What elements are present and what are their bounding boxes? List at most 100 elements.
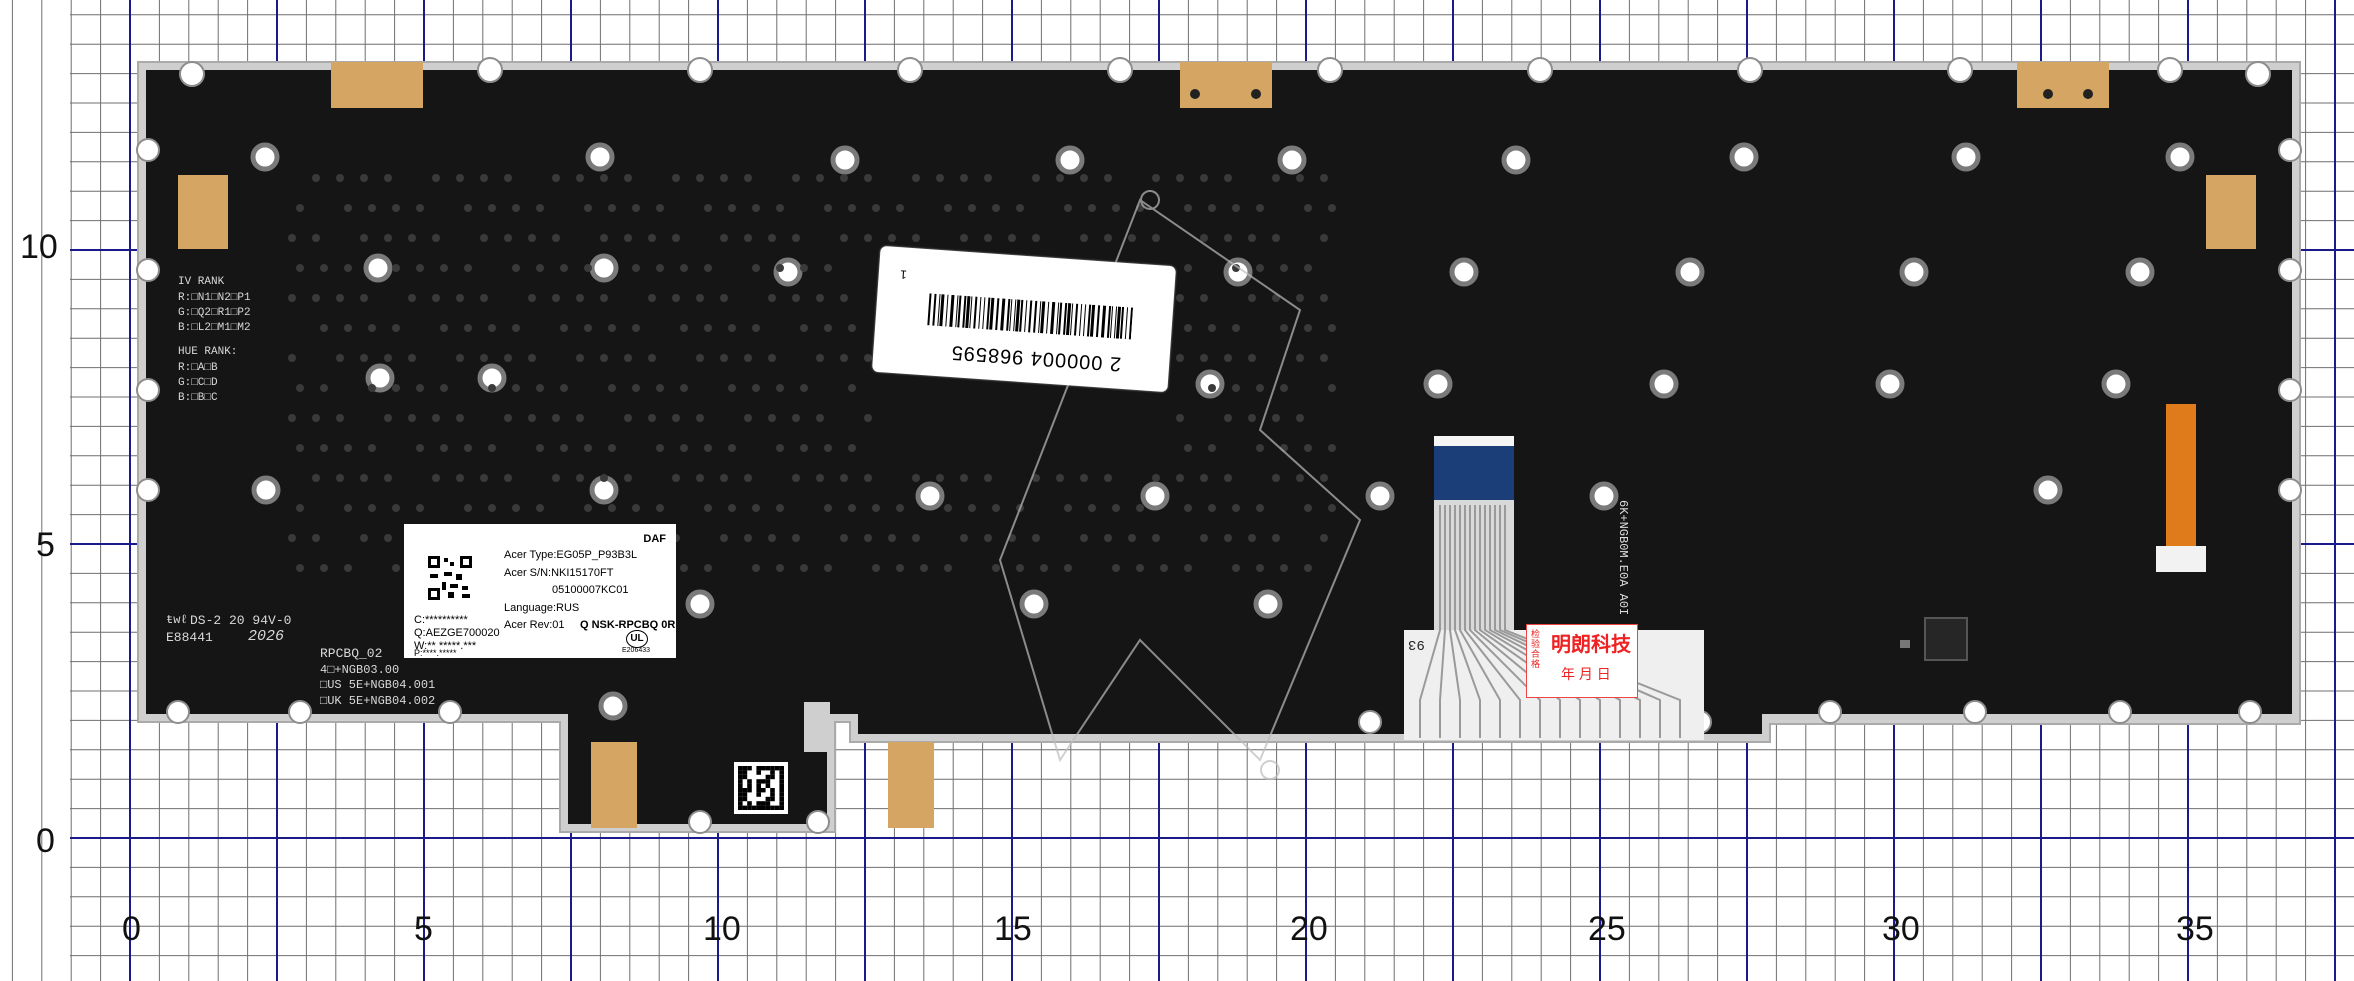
flex-trace [1419,505,1441,738]
flex-trace [1439,505,1446,738]
dimple [408,354,416,362]
dimple [752,204,760,212]
dimple [456,294,464,302]
barcode-bar [1089,304,1096,337]
dimple [992,204,1000,212]
dimple [576,294,584,302]
datamatrix-cell [761,805,766,810]
barcode-bar [1000,298,1006,331]
datamatrix-cell [779,783,784,788]
dimple [512,504,520,512]
dimple [776,504,784,512]
dimple [864,234,872,242]
dimple [360,234,368,242]
dimple [824,204,832,212]
dimple [824,444,832,452]
dimple [696,414,704,422]
dimple [336,174,344,182]
dimple [848,324,856,332]
dimple [1232,204,1240,212]
dimple [600,354,608,362]
dimple [576,414,584,422]
dimple [824,504,832,512]
barcode-number: 2 000004 968595 [950,341,1122,375]
dimple [896,204,904,212]
pcb-model: RPCBQ_02 [320,646,383,661]
dimple [1232,264,1240,272]
dimple [1224,234,1232,242]
dimple [440,324,448,332]
x-axis-label: 0 [122,910,141,948]
dimple [560,444,568,452]
dimple [504,354,512,362]
datamatrix-cell [756,770,761,775]
dimple [1104,534,1112,542]
x-axis-label: 30 [1882,910,1920,948]
dimple [1080,234,1088,242]
dimple [656,264,664,272]
dimple [680,324,688,332]
dimple [728,504,736,512]
dimple [800,324,808,332]
barcode-bar [978,296,982,329]
dimple [560,264,568,272]
key-hole [1055,145,1085,175]
dimple [368,384,376,392]
dimple [1104,174,1112,182]
dimple [464,324,472,332]
dimple [632,264,640,272]
dimple [360,294,368,302]
dimple [1208,204,1216,212]
label-serial: Acer S/N:NKI15170FT [504,567,614,579]
dimple [1272,474,1280,482]
stamp-company: 明朗科技 [1551,634,1631,656]
dimple [1304,444,1312,452]
dimple [480,294,488,302]
dimple [672,234,680,242]
y-axis-label: 5 [36,526,55,564]
dimple [432,414,440,422]
cert-code: E88441 [166,630,213,645]
dimple [504,234,512,242]
ul-mark: UL [626,630,648,648]
datamatrix-cell [761,801,766,806]
dimple [704,504,712,512]
dimple [792,534,800,542]
dimple [720,474,728,482]
key-hole [1729,142,1759,172]
dimple [512,204,520,212]
dimple [944,504,952,512]
label-revision: Acer Rev:01 [504,619,565,631]
dimple [440,444,448,452]
dimple [680,444,688,452]
dimple [1064,204,1072,212]
datamatrix-cell [770,770,775,775]
label-part: Q NSK-RPCBQ 0R [580,619,676,631]
flex-trace [1459,505,1501,738]
dimple [456,414,464,422]
dimple [608,444,616,452]
barcode-bar [1062,302,1068,335]
dimple [816,414,824,422]
dimple [1016,564,1024,572]
datamatrix-cell [779,779,784,784]
dimple [584,204,592,212]
dimple [1080,534,1088,542]
barcode-bar [989,297,995,330]
controller-chip [1924,617,1968,661]
dimple [728,324,736,332]
dimple [824,324,832,332]
barcode-bar [1109,306,1114,339]
dimple [1088,204,1096,212]
key-hole [1253,589,1283,619]
dimple [1208,324,1216,332]
dimple [896,504,904,512]
barcode-bar [986,297,991,330]
dimple [632,204,640,212]
dimple [360,534,368,542]
dimple [1056,174,1064,182]
dimple [744,234,752,242]
dimple [800,444,808,452]
dimple [416,384,424,392]
datamatrix-cell [756,792,761,797]
